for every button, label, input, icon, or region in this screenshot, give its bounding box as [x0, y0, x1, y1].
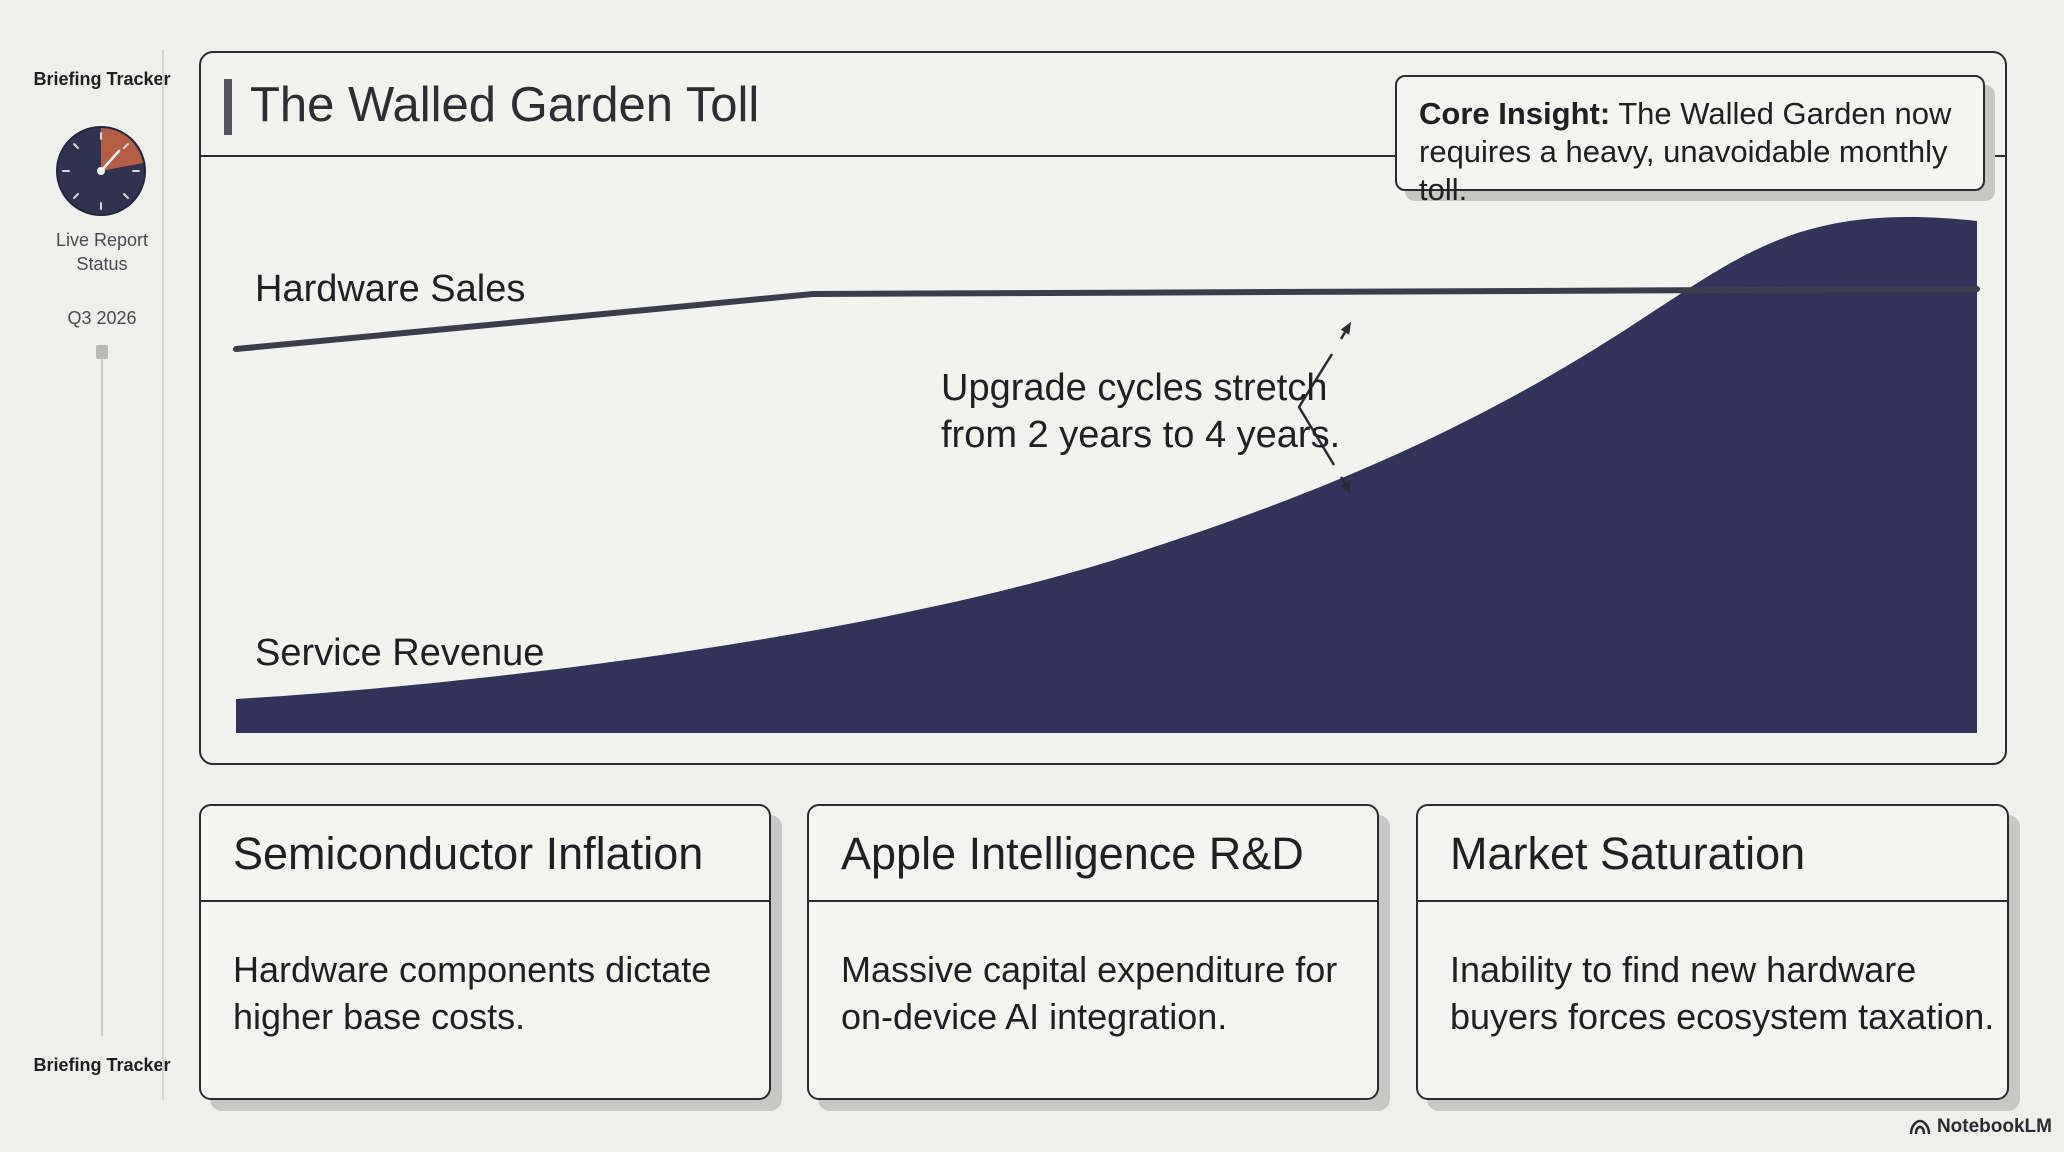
upgrade-cycle-annotation: Upgrade cycles stretch from 2 years to 4… — [941, 365, 1340, 459]
hardware-sales-line — [233, 286, 1980, 352]
annotation-arrow-down — [1339, 476, 1352, 495]
live-report-status-label: Live Report Status — [55, 230, 149, 274]
card-header: Apple Intelligence R&D — [809, 806, 1377, 902]
card-title: Semiconductor Inflation — [233, 828, 704, 879]
service-revenue-area — [236, 217, 1977, 733]
quarter-label: Q3 2026 — [67, 308, 137, 328]
tracker-title-top: Briefing Tracker — [33, 69, 171, 89]
chart-title: The Walled Garden Toll — [250, 78, 760, 132]
hardware-sales-label: Hardware Sales — [255, 268, 526, 310]
card-semiconductor-inflation: Semiconductor Inflation Hardware compone… — [199, 804, 771, 1100]
card-header: Market Saturation — [1418, 806, 2007, 902]
annotation-arrow-up — [1339, 321, 1352, 340]
core-insight-box: Core Insight: The Walled Garden now requ… — [1395, 75, 1985, 207]
service-revenue-label: Service Revenue — [255, 632, 545, 674]
timeline-track — [101, 346, 103, 1036]
card-body: Inability to find new hardware buyers fo… — [1450, 949, 1995, 1037]
revenue-chart — [233, 217, 1980, 733]
timeline-marker — [96, 345, 108, 359]
card-header: Semiconductor Inflation — [201, 806, 769, 902]
annotation-line-2: from 2 years to 4 years. — [941, 414, 1341, 456]
card-apple-intelligence-rd: Apple Intelligence R&D Massive capital e… — [807, 804, 1379, 1100]
chart-card: The Walled Garden Toll Core Insight: The… — [199, 51, 2007, 765]
core-insight-text: The Walled Garden now requires a heavy, … — [1419, 96, 1952, 207]
title-accent-bar — [224, 79, 232, 135]
sidebar-divider — [162, 50, 164, 1100]
card-market-saturation: Market Saturation Inability to find new … — [1416, 804, 2009, 1100]
card-title: Apple Intelligence R&D — [841, 828, 1304, 879]
brand-name: NotebookLM — [1936, 1116, 2052, 1137]
notebooklm-brand: NotebookLM — [1909, 1116, 2052, 1138]
annotation-bracket — [1297, 353, 1336, 466]
card-title: Market Saturation — [1450, 828, 1806, 879]
card-body: Hardware components dictate higher base … — [233, 949, 712, 1037]
status-dial-icon — [56, 126, 146, 216]
tracker-title-bottom: Briefing Tracker — [33, 1055, 171, 1075]
briefing-tracker-sidebar: Briefing Tracker Live Report Status Q3 2… — [30, 50, 174, 1110]
annotation-line-1: Upgrade cycles stretch — [941, 367, 1328, 409]
core-insight-label: Core Insight: — [1419, 96, 1611, 131]
notebooklm-logo-icon — [1909, 1119, 1931, 1135]
chart-title-bar: The Walled Garden Toll — [201, 53, 2005, 157]
card-body: Massive capital expenditure for on-devic… — [841, 949, 1338, 1037]
